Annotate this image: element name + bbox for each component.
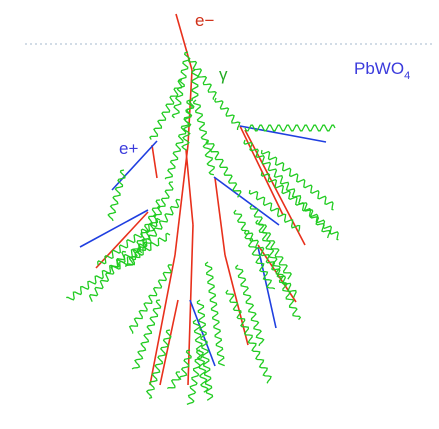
photon-track	[255, 219, 302, 321]
photon-track	[298, 199, 331, 239]
photon-label: γ	[219, 65, 228, 84]
photon-track	[260, 149, 334, 211]
electron-track	[224, 254, 249, 346]
photon-track	[128, 198, 181, 266]
primary-electron-track	[175, 13, 193, 71]
photon-track	[181, 99, 193, 151]
photon-track	[145, 329, 172, 400]
electron-track	[149, 254, 176, 386]
electron-track	[151, 144, 158, 179]
material-subscript: 4	[404, 70, 410, 82]
photon-tracks	[66, 51, 339, 406]
positron-track	[213, 176, 280, 226]
photon-track	[205, 139, 242, 198]
photon-track	[149, 79, 183, 140]
photon-track	[97, 217, 161, 266]
electron-label: e−	[195, 11, 214, 30]
photon-track	[107, 169, 126, 222]
photon-track	[192, 99, 216, 176]
positron-track	[189, 299, 216, 367]
photon-track	[192, 319, 209, 393]
electron-track	[239, 125, 284, 216]
photon-track	[88, 250, 127, 302]
photon-track	[243, 139, 302, 201]
photon-track	[131, 299, 162, 370]
photon-track	[111, 232, 171, 271]
photon-track	[178, 349, 192, 381]
positron-track	[239, 125, 327, 143]
positron-track	[79, 209, 149, 248]
photon-track	[248, 189, 301, 232]
electron-track	[185, 149, 194, 226]
photon-track	[171, 51, 191, 119]
photon-track	[244, 124, 336, 132]
photon-track	[249, 204, 292, 280]
photon-track	[233, 209, 276, 290]
photon-track	[235, 264, 265, 347]
photon-track	[166, 371, 181, 390]
photon-track	[125, 199, 161, 268]
positron-label: e+	[119, 139, 138, 158]
photon-track	[128, 264, 173, 334]
photon-track	[66, 237, 151, 301]
electron-track	[159, 299, 179, 386]
photon-track	[225, 289, 272, 384]
material-label: PbWO4	[354, 59, 410, 82]
material-formula: PbWO	[354, 59, 404, 78]
photon-track	[191, 69, 199, 100]
electron-track	[174, 144, 189, 256]
photon-track	[214, 97, 241, 131]
photon-track	[204, 261, 225, 367]
photon-track	[186, 349, 203, 406]
electron-track	[214, 177, 226, 256]
photon-track	[187, 57, 217, 100]
photon-track	[196, 299, 214, 401]
photon-track	[243, 229, 297, 299]
